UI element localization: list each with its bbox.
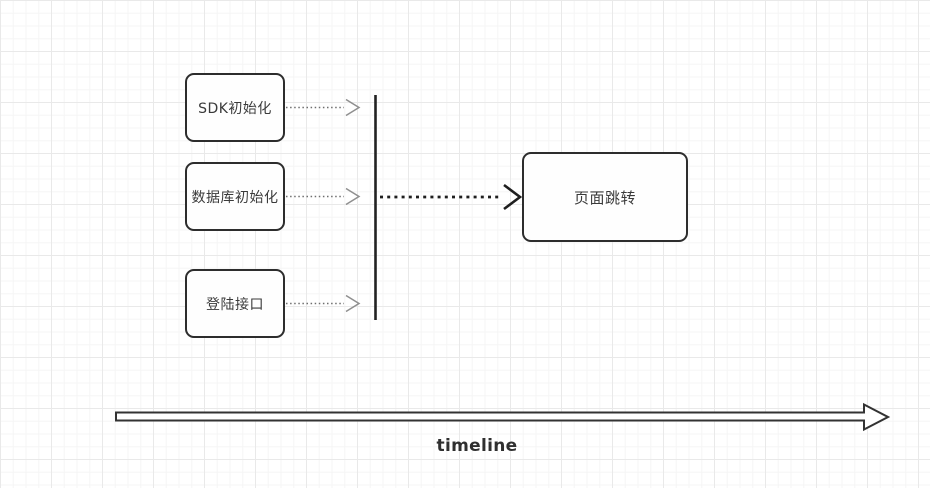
connector-sdk-init (286, 98, 361, 117)
chevron-arrowhead-icon (345, 98, 361, 117)
chevron-arrowhead-icon (345, 294, 361, 313)
node-login-api-label: 登陆接口 (206, 296, 264, 313)
connector-barrier-to-page-jump (380, 183, 523, 211)
node-sdk-init: SDK初始化 (185, 73, 285, 142)
node-login-api: 登陆接口 (185, 269, 285, 338)
node-page-jump: 页面跳转 (522, 152, 688, 242)
node-db-init-label: 数据库初始化 (191, 189, 279, 206)
timeline-arrow (115, 402, 891, 432)
chevron-arrowhead-icon (345, 187, 361, 206)
timeline-label: timeline (436, 436, 518, 456)
node-db-init: 数据库初始化 (185, 162, 285, 231)
node-page-jump-label: 页面跳转 (573, 188, 636, 207)
connector-login-api (286, 294, 361, 313)
node-sdk-init-label: SDK初始化 (198, 100, 272, 117)
chevron-arrowhead-icon (503, 183, 523, 211)
connector-db-init (286, 187, 361, 206)
